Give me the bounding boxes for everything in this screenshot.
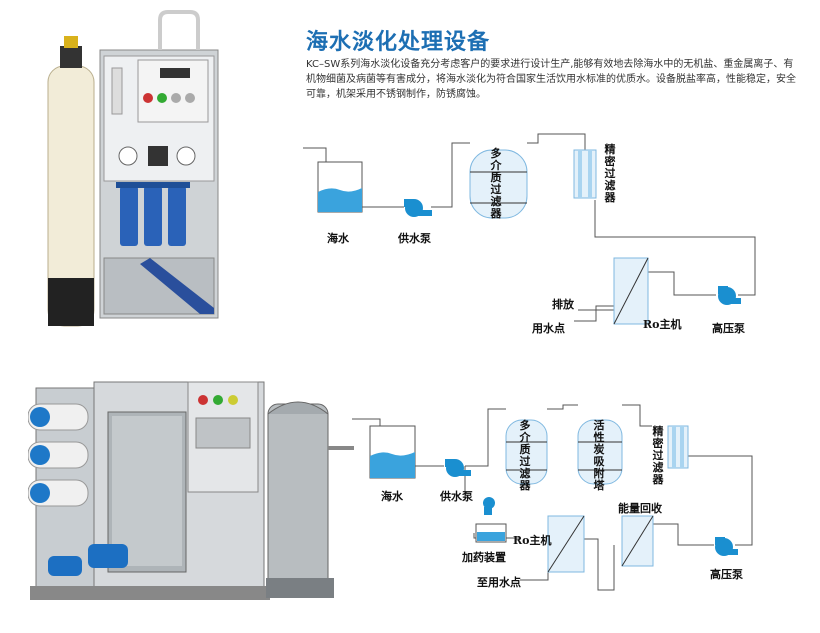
carbon-tower-2: [577, 419, 623, 485]
label-water-point-1: 用水点: [532, 322, 565, 335]
label-dosing-device-2: 加药装置: [462, 551, 506, 564]
label-seawater-2: 海水: [381, 490, 403, 503]
hp-pump-1: [718, 286, 741, 305]
label-discharge-1: 排放: [552, 298, 574, 311]
feed-pump-2: [445, 459, 471, 477]
label-water-point-2: 至用水点: [477, 576, 521, 589]
dosing-pump-2: [483, 497, 495, 515]
page-title: 海水淡化处理设备: [306, 30, 491, 55]
label-feed-pump-1: 供水泵: [398, 232, 431, 245]
equipment-photo-1: [47, 10, 219, 327]
feed-pump-1: [404, 199, 432, 217]
seawater-tank-1: [317, 161, 363, 213]
label-precision-filter-1: 精密过滤器: [604, 143, 616, 204]
hp-pump-2: [715, 537, 738, 556]
ro-unit-2: [547, 515, 585, 573]
label-carbon-tower-2: 活性炭吸附塔: [593, 419, 605, 492]
label-ro-unit-1: Ro主机: [643, 318, 682, 331]
label-multi-media-filter-2: 多介质过滤器: [519, 419, 531, 492]
energy-recovery-2: [621, 515, 654, 567]
dosing-tank-2: [475, 523, 507, 543]
ro-unit-1: [613, 257, 649, 325]
label-multi-media-filter-1: 多介质过滤器: [490, 147, 502, 220]
label-ro-unit-2: Ro主机: [513, 534, 552, 547]
precision-filter-1: [573, 149, 597, 199]
multi-media-filter-1: [469, 149, 528, 219]
seawater-tank-2: [369, 425, 416, 479]
label-seawater-1: 海水: [327, 232, 349, 245]
equipment-photo-2: [28, 381, 354, 600]
label-precision-filter-2: 精密过滤器: [652, 425, 664, 486]
label-hp-pump-1: 高压泵: [712, 322, 745, 335]
precision-filter-2: [667, 425, 689, 469]
description-text: KC–SW系列海水淡化设备充分考虑客户的要求进行设计生产,能够有效地去除海水中的…: [306, 59, 796, 100]
label-hp-pump-2: 高压泵: [710, 568, 743, 581]
label-feed-pump-2: 供水泵: [440, 490, 473, 503]
label-energy-recovery-2: 能量回收: [618, 502, 662, 515]
multi-media-filter-2: [505, 419, 548, 485]
